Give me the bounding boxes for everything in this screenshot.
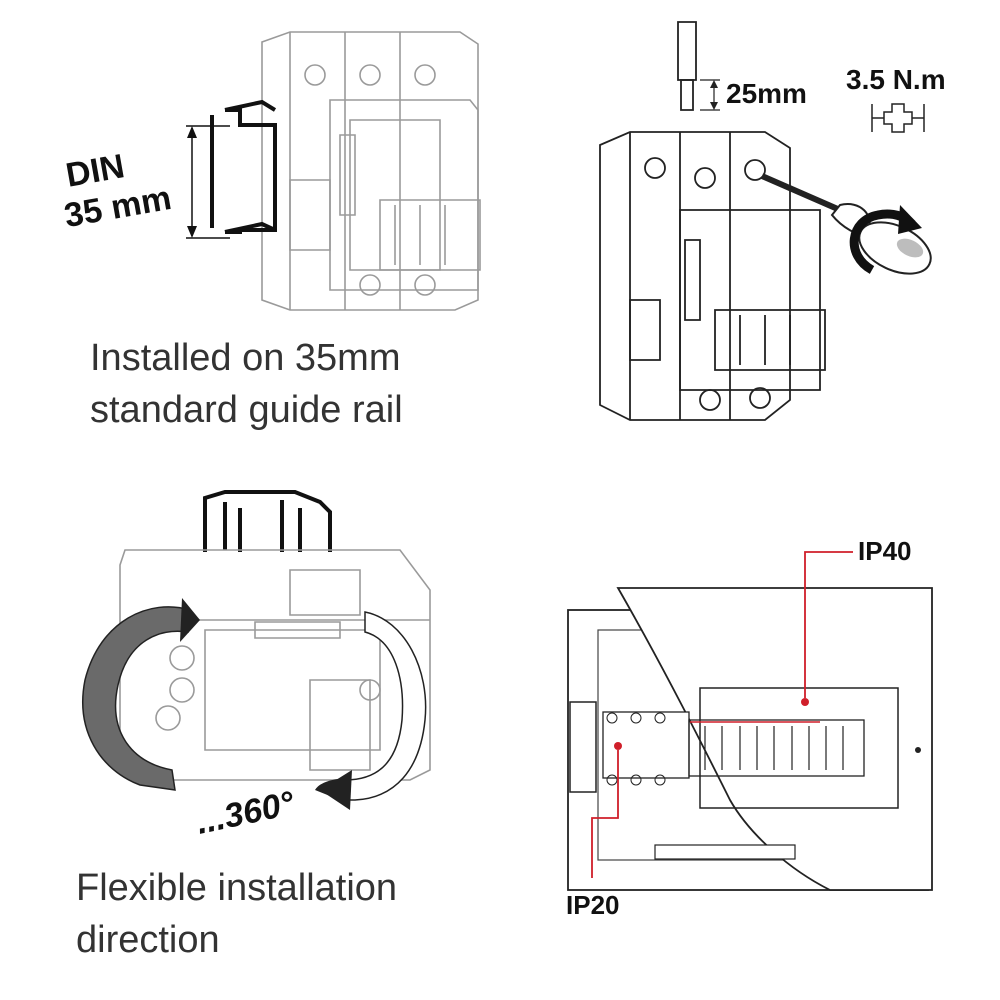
torque-symbol [871, 103, 925, 133]
enclosure-box [567, 587, 933, 891]
ip20-callout [591, 742, 622, 878]
din-rail-top [203, 490, 332, 552]
ip40-label: IP40 [858, 536, 912, 566]
breaker-row [602, 711, 865, 860]
din-rail-illustration [186, 31, 481, 311]
enclosure-panel: IP40 IP20 [500, 480, 1000, 1000]
rotation-caption-line1: Flexible installation [76, 867, 398, 909]
wiring-panel: 25mm 3.5 N.m [500, 0, 1000, 470]
rotation-illustration [82, 490, 431, 810]
enclosure-illustration [567, 551, 933, 891]
ip40-callout [801, 551, 853, 706]
screwdriver [760, 173, 932, 275]
din-caption-line2: standard guide rail [90, 389, 403, 431]
breaker-drawing [261, 31, 481, 311]
din-rail-profile [210, 99, 277, 234]
wire-drawing [677, 21, 720, 111]
rail-height-dimension [186, 125, 230, 239]
strip-length-label: 25mm [726, 78, 807, 109]
rotation-arrow-left-icon [82, 598, 200, 791]
rotation-arrow-right-icon [315, 611, 427, 810]
rotation-panel: ...360° Flexible installation direction [0, 480, 500, 1000]
din-caption-line1: Installed on 35mm [90, 337, 401, 379]
breaker-drawing-2 [599, 131, 826, 421]
clockwise-arrow-icon [849, 205, 922, 274]
din-rail-panel: DIN 35 mm Installed on 35mm standard gui… [0, 0, 500, 470]
ip20-label: IP20 [566, 890, 620, 920]
breaker-drawing-3 [119, 549, 431, 781]
wiring-illustration [599, 21, 932, 421]
rotation-caption-line2: direction [76, 919, 220, 961]
torque-label: 3.5 N.m [846, 64, 946, 95]
